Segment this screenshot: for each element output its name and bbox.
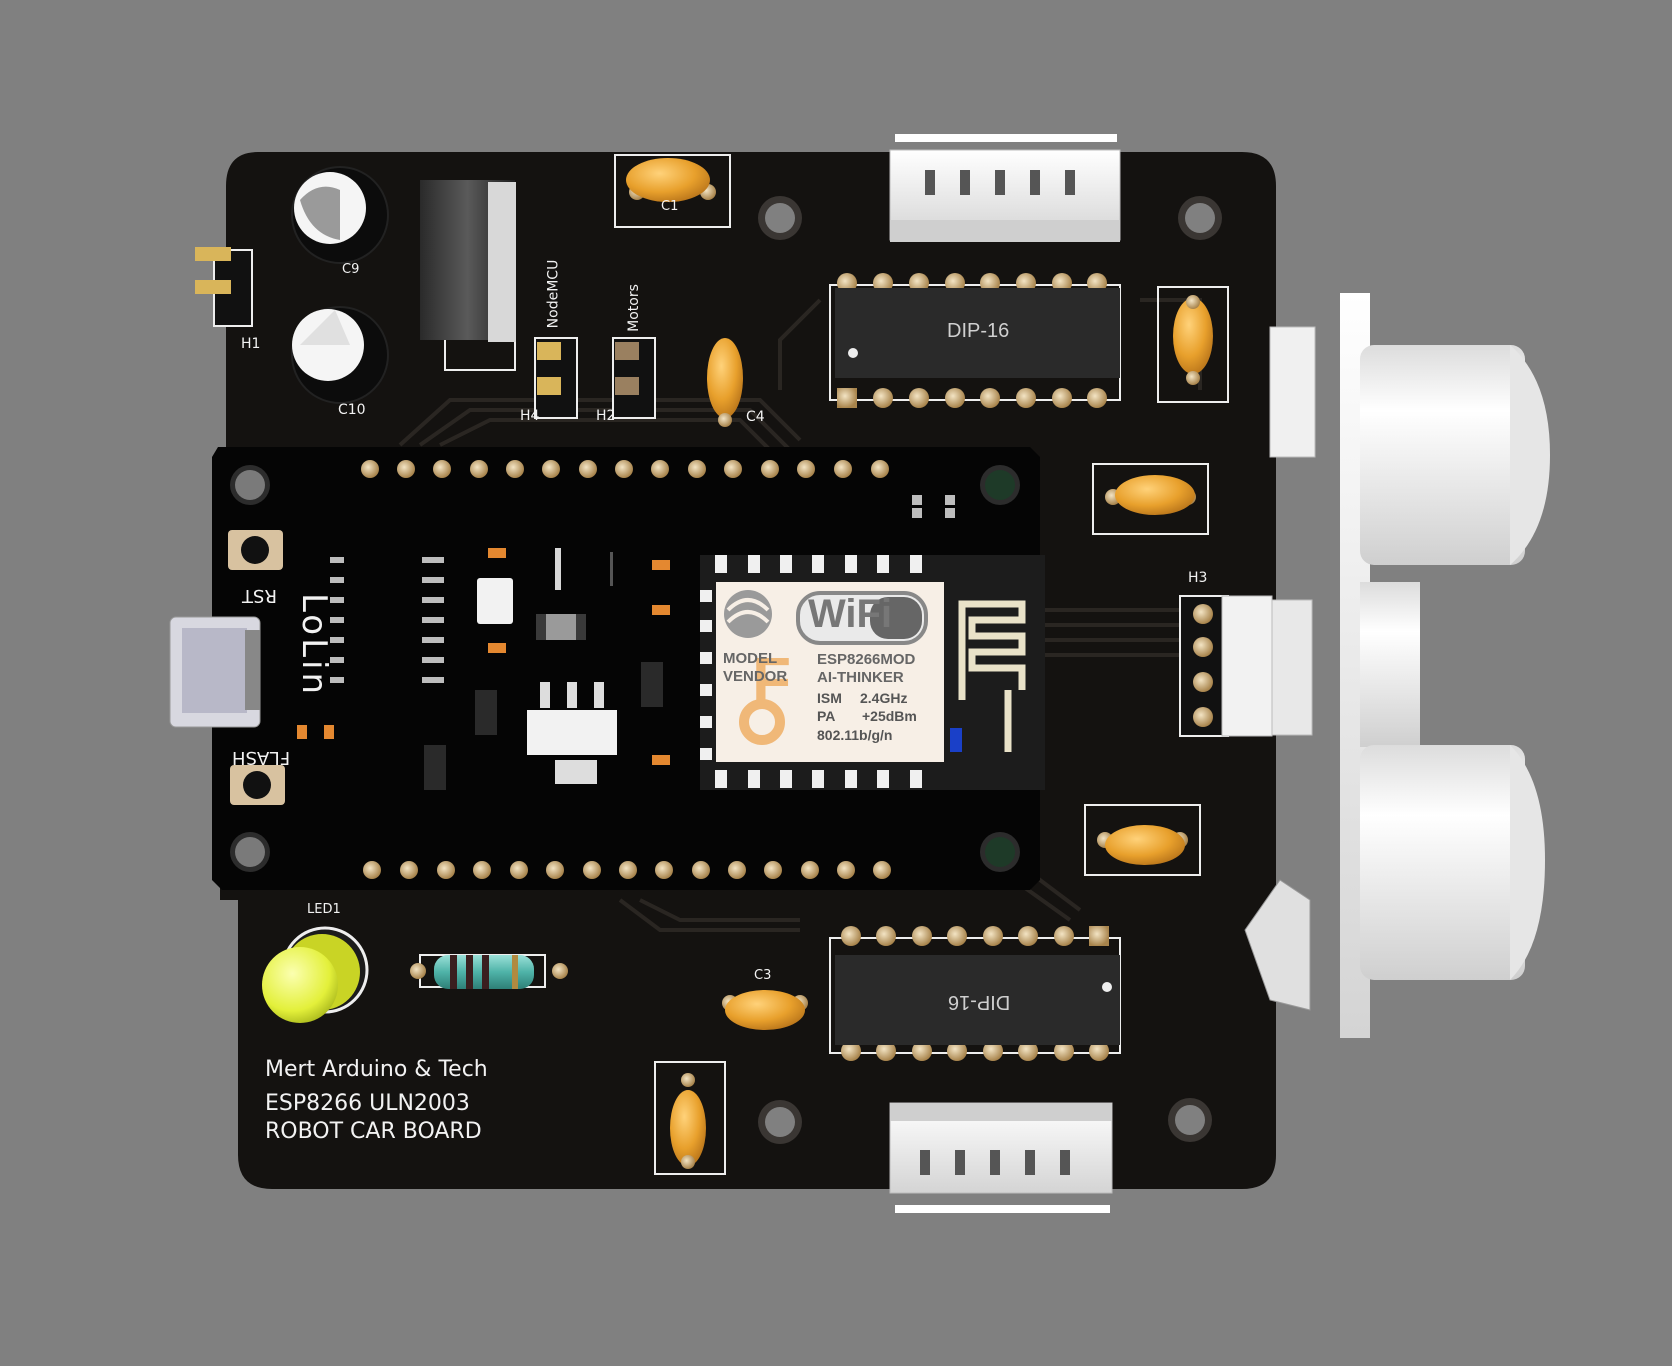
led1 (262, 926, 369, 1023)
resistor (410, 954, 568, 989)
mounting-holes (758, 196, 1222, 1144)
capacitor-c3 (722, 990, 808, 1030)
label-c9: C9 (342, 262, 360, 277)
jumper-h4 (534, 337, 578, 419)
label-rst: RST (242, 585, 277, 606)
nodemcu-module: F (169, 447, 1045, 890)
wifi-logo: WiFi (808, 592, 893, 636)
module-maker: AI-THINKER (817, 669, 904, 686)
standard-label: 802.11b/g/n (817, 727, 893, 743)
voltage-regulator (420, 180, 516, 371)
header-h3 (1179, 595, 1229, 737)
ism-value: 2.4GHz (860, 690, 908, 706)
label-nodemcu: NodeMCU (545, 259, 562, 329)
header-h1 (195, 247, 253, 327)
label-motors: Motors (625, 284, 642, 332)
label-c10: C10 (338, 402, 366, 418)
flash-button[interactable] (230, 765, 285, 805)
capacitor-c9 (291, 166, 389, 264)
jumper-h2 (612, 337, 656, 419)
label-c3: C3 (754, 968, 772, 983)
header-pins-bottom (363, 861, 891, 879)
rst-button[interactable] (228, 530, 283, 570)
capacitor-c10 (291, 306, 389, 404)
label-h2: H2 (596, 408, 616, 424)
model-label: MODEL (723, 650, 778, 667)
label-flash: FLASH (232, 747, 291, 768)
module-name: ESP8266MOD (817, 651, 916, 668)
label-c1: C1 (661, 199, 679, 214)
capacitor-right-low (1084, 804, 1201, 876)
micro-usb-port[interactable] (169, 616, 261, 728)
vendor-label: VENDOR (723, 668, 788, 685)
credit-text: Mert Arduino & Tech (265, 1057, 488, 1082)
capacitor-c4 (707, 338, 743, 427)
header-pins-top (361, 460, 889, 478)
capacitor-c1 (614, 154, 731, 228)
capacitor-right-top (1157, 286, 1229, 403)
ultrasonic-sensor (1221, 293, 1550, 1038)
label-h4: H4 (520, 408, 540, 424)
jst-connector-top (889, 134, 1121, 242)
capacitor-right-mid (1092, 463, 1209, 535)
pa-value: +25dBm (862, 708, 917, 724)
lolin-logo: LoLin (294, 592, 335, 698)
label-h3: H3 (1188, 570, 1208, 586)
ism-label: ISM (817, 690, 842, 706)
label-h1: H1 (241, 336, 261, 352)
label-led1: LED1 (307, 902, 341, 917)
label-c4: C4 (746, 409, 765, 425)
board-title-line2: ROBOT CAR BOARD (265, 1119, 482, 1144)
jst-connector-bottom (889, 1102, 1113, 1213)
chip-dip16-bottom (829, 926, 1121, 1061)
pa-label: PA (817, 708, 836, 724)
esp12-module: F (700, 555, 1045, 790)
board-title-line1: ESP8266 ULN2003 (265, 1091, 470, 1116)
chip-dip16-top (829, 273, 1121, 408)
chip-bottom-label: DIP-16 (948, 991, 1011, 1013)
chip-top-label: DIP-16 (947, 320, 1010, 342)
capacitor-bottom (654, 1061, 726, 1175)
